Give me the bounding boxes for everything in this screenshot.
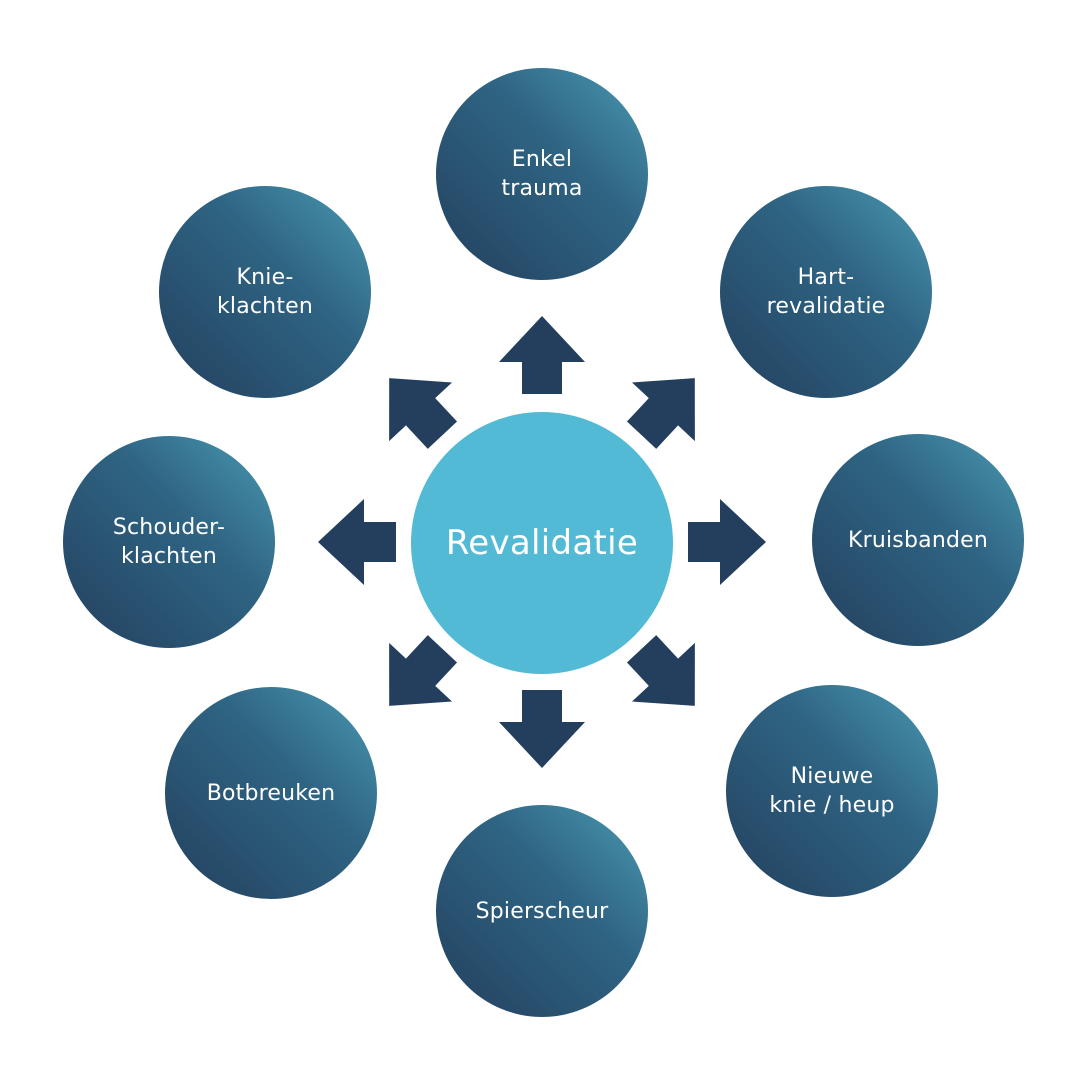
arrow-down [499,690,585,768]
node-schouderklachten: Schouder- klachten [63,436,275,648]
node-spierscheur: Spierscheur [436,805,648,1017]
arrow-group [318,316,766,768]
node-label-enkel-trauma: Enkel trauma [501,147,583,201]
node-kruisbanden: Kruisbanden [812,434,1024,646]
arrow-down-right [626,635,695,706]
node-label-schouderklachten: Schouder- klachten [112,515,226,569]
node-knieklachten: Knie- klachten [159,186,371,398]
node-label-kruisbanden: Kruisbanden [847,527,989,553]
node-nieuwe-knie-heup: Nieuwe knie / heup [726,685,938,897]
node-botbreuken: Botbreuken [165,687,377,899]
node-label-hartrevalidatie: Hart- revalidatie [766,265,886,319]
node-label-nieuwe-knie-heup: Nieuwe knie / heup [769,764,895,818]
center-node-revalidatie: Revalidatie [411,412,673,674]
arrow-down-left [389,635,458,706]
arrow-up-left [389,378,458,449]
arrow-right [688,499,766,585]
node-hartrevalidatie: Hart- revalidatie [720,186,932,398]
arrow-left [318,499,396,585]
node-label-knieklachten: Knie- klachten [216,265,314,319]
arrow-up-right [626,378,695,449]
node-label-botbreuken: Botbreuken [206,780,336,806]
arrow-up [499,316,585,394]
center-label: Revalidatie [445,523,639,563]
node-label-spierscheur: Spierscheur [475,898,609,924]
node-enkel-trauma: Enkel trauma [436,68,648,280]
